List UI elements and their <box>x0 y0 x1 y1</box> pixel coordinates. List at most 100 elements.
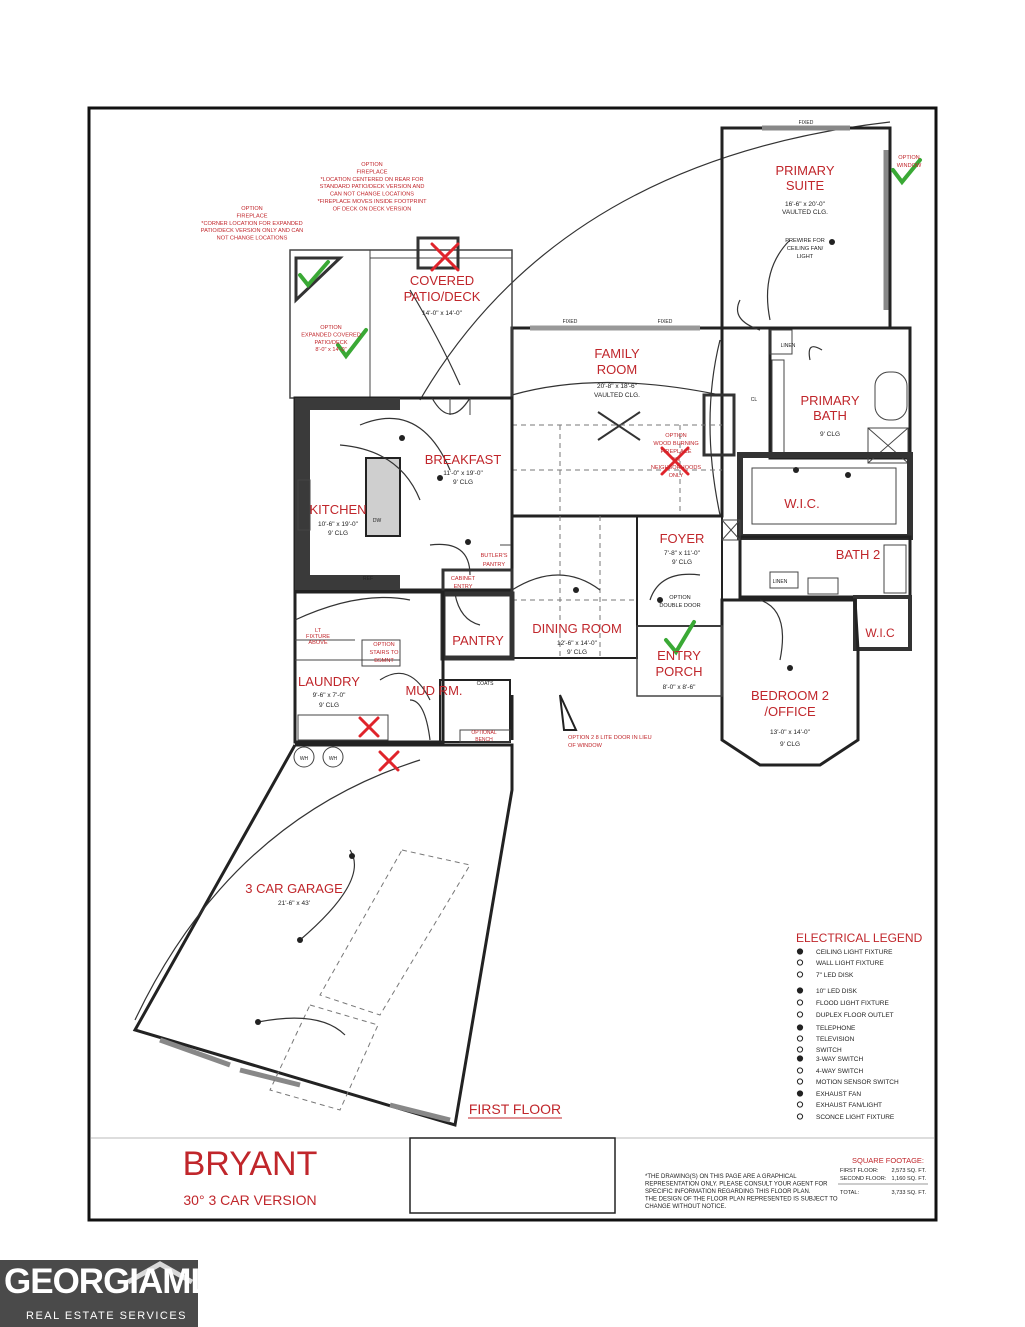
wic-primary-walls <box>737 452 913 540</box>
legend-symbol-icon <box>796 1024 804 1031</box>
door-swing-arc-large <box>419 121 891 401</box>
bath2-name: BATH 2 <box>836 547 881 562</box>
bedroom2-walls <box>720 598 860 767</box>
option-check-mark-double-door <box>664 620 696 656</box>
bedroom2-dims: 13'-0" x 14'-0" <box>770 729 811 736</box>
total-label: TOTAL: <box>840 1190 860 1196</box>
dining-room-walls <box>511 515 638 659</box>
floor-label: FIRST FLOOR <box>469 1101 561 1117</box>
foyer-walls <box>636 515 741 697</box>
label-linen-bath2: LINEN <box>773 579 788 585</box>
second-floor-label: SECOND FLOOR: <box>840 1176 887 1182</box>
label-fixed-family-2: FIXED <box>658 319 673 325</box>
bath2-walls <box>738 535 912 599</box>
garage-name: 3 CAR GARAGE <box>245 881 343 896</box>
label-cl: CL <box>751 397 758 403</box>
option-check-mark-expanded-patio <box>336 328 368 360</box>
legend-symbol-icon <box>796 1035 804 1042</box>
bedroom2-name: BEDROOM 2/OFFICE <box>751 688 829 719</box>
second-floor-value: 1,160 SQ. FT. <box>891 1176 926 1182</box>
legend-symbol-icon <box>796 1011 804 1018</box>
legend-item: 3-WAY SWITCH <box>816 1056 863 1063</box>
legend-item: SCONCE LIGHT FIXTURE <box>816 1114 895 1121</box>
house-roof-icon <box>126 1261 194 1285</box>
legend-symbol-icon <box>796 1078 804 1085</box>
sqft-title: SQUARE FOOTAGE: <box>852 1156 924 1165</box>
pantry-name: PANTRY <box>452 633 504 648</box>
label-fixed-family-1: FIXED <box>563 319 578 325</box>
legend-item: TELEPHONE <box>816 1025 856 1032</box>
dining-room-ceiling: 9' CLG <box>567 649 587 656</box>
legend-item: MOTION SENSOR SWITCH <box>816 1079 899 1086</box>
legend-symbol-icon <box>796 1113 804 1120</box>
legend-symbol-icon <box>796 1046 804 1053</box>
legend-item: DUPLEX FLOOR OUTLET <box>816 1012 894 1019</box>
mud-room-name: MUD RM. <box>405 683 462 698</box>
legend-symbol-icon <box>796 971 804 978</box>
label-wh1: WH <box>300 756 309 762</box>
legend-item: FLOOD LIGHT FIXTURE <box>816 1000 889 1007</box>
foyer-ceiling: 9' CLG <box>672 559 692 566</box>
option-check-mark-fireplace-corner <box>298 260 330 289</box>
legend-symbol-icon <box>796 987 804 994</box>
garage-walls <box>132 694 578 1127</box>
plan-version: 30° 3 CAR VERSION <box>183 1192 316 1208</box>
legend-symbol-icon <box>796 1067 804 1074</box>
legend-item: WALL LIGHT FIXTURE <box>816 960 884 967</box>
label-linen-primary: LINEN <box>781 343 796 349</box>
legend-symbol-icon <box>796 959 804 966</box>
covered-patio-dims: 14'-0" x 14'-0" <box>422 310 463 317</box>
laundry-dims: 9'-6" x 7'-0" <box>313 692 346 699</box>
wic2-name: W.I.C <box>865 626 895 640</box>
label-fixed-primary: FIXED <box>799 120 814 126</box>
first-floor-value: 2,573 SQ. FT. <box>891 1168 926 1174</box>
dining-room-dims: 12'-6" x 14'-0" <box>557 640 598 647</box>
kitchen-ceiling: 9' CLG <box>328 530 348 537</box>
label-wh2: WH <box>329 756 338 762</box>
option-x-mark-rear-fireplace <box>430 242 460 272</box>
option-x-mark-bench <box>378 750 400 772</box>
logo-wordmark: GEORGIAMLS <box>4 1262 234 1301</box>
legend-item: 7" LED DISK <box>816 972 854 979</box>
breakfast-name: BREAKFAST <box>425 452 502 467</box>
legend-item: SWITCH <box>816 1047 842 1054</box>
label-ref: REF <box>363 576 373 582</box>
kitchen-name: KITCHEN <box>309 502 366 517</box>
legend-item: TELEVISION <box>816 1036 855 1043</box>
breakfast-dims: 11'-0" x 19'-0" <box>443 470 483 477</box>
option-x-mark-wood-fireplace <box>660 446 690 476</box>
laundry-ceiling: 9' CLG <box>319 702 339 709</box>
legend-item: CEILING LIGHT FIXTURE <box>816 949 893 956</box>
breakfast-ceiling: 9' CLG <box>453 479 473 486</box>
laundry-name: LAUNDRY <box>298 674 360 689</box>
entry-porch-dims: 8'-0" x 8'-6" <box>663 684 696 691</box>
legend-item: EXHAUST FAN <box>816 1091 861 1098</box>
dining-room-name: DINING ROOM <box>532 621 622 636</box>
logo-subtitle: REAL ESTATE SERVICES <box>26 1310 188 1322</box>
foyer-dims: 7'-8" x 11'-0" <box>664 550 701 557</box>
legend-symbol-icon <box>796 1101 804 1108</box>
legend-symbol-icon <box>796 1055 804 1062</box>
primary-suite-ceiling: VAULTED CLG. <box>782 209 828 216</box>
option-check-mark-window <box>891 158 922 186</box>
primary-bath-ceiling: 9' CLG <box>820 431 840 438</box>
legend-item: 10" LED DISK <box>816 988 858 995</box>
electrical-legend-items: CEILING LIGHT FIXTURE WALL LIGHT FIXTURE 7… <box>816 949 899 1121</box>
primary-suite-dims: 16'-6" x 20'-0" <box>785 201 826 208</box>
